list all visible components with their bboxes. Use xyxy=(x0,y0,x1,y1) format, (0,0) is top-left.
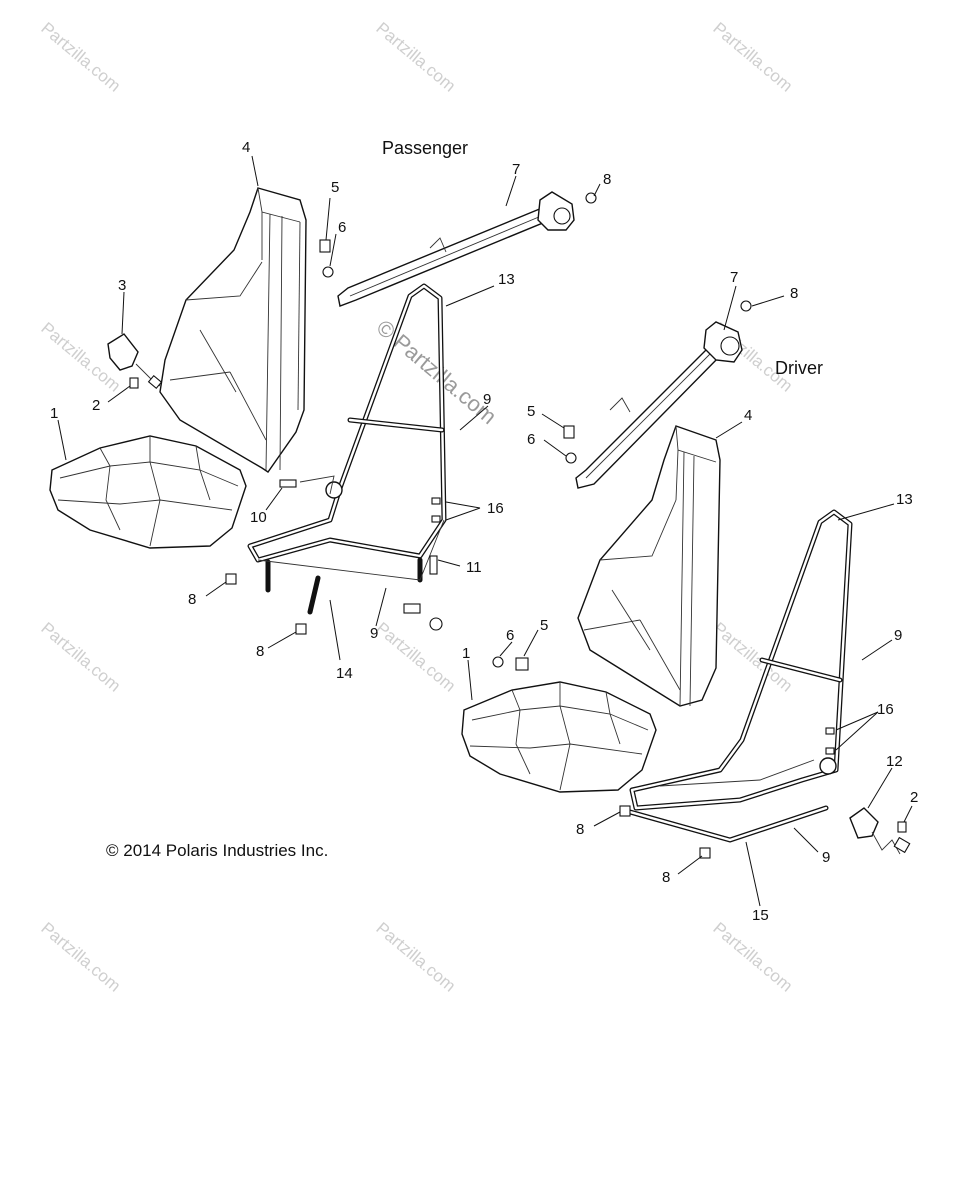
callout-7: 7 xyxy=(730,269,738,286)
seat-belt-buckle-driver xyxy=(849,807,911,855)
hardware-driver xyxy=(492,300,907,859)
bolt-11 xyxy=(429,555,438,575)
callout-14: 14 xyxy=(336,665,353,682)
washer-6-driver xyxy=(565,452,577,464)
hardware-passenger xyxy=(129,192,597,635)
seat-bottom-passenger xyxy=(49,435,247,549)
nut-8c xyxy=(295,623,307,635)
callout-5: 5 xyxy=(527,403,535,420)
callouts: 4 3 2 1 5 6 7 8 13 9 16 10 11 8 8 14 9 7… xyxy=(50,139,918,924)
seat-belt-driver xyxy=(575,321,743,489)
seat-bottom-driver xyxy=(461,681,657,793)
watermark: Partzilla.com xyxy=(709,919,796,996)
watermark: Partzilla.com xyxy=(37,919,124,996)
callout-9: 9 xyxy=(894,627,902,644)
callout-15: 15 xyxy=(752,907,769,924)
callout-13: 13 xyxy=(896,491,913,508)
callout-3: 3 xyxy=(118,277,126,294)
watermark-center: © Partzilla.com xyxy=(372,315,502,429)
watermark: Partzilla.com xyxy=(37,619,124,696)
driver-heading: Driver xyxy=(775,358,823,378)
callout-6: 6 xyxy=(527,431,535,448)
leader-lines xyxy=(57,155,913,907)
nut-8-driver-b xyxy=(619,805,631,817)
callout-4: 4 xyxy=(242,139,250,156)
bolt-2 xyxy=(129,377,139,389)
callout-6: 6 xyxy=(506,627,514,644)
watermark: Partzilla.com xyxy=(709,19,796,96)
callout-7: 7 xyxy=(512,161,520,178)
callout-1: 1 xyxy=(462,645,470,662)
nut-8 xyxy=(585,192,597,204)
seat-back-driver xyxy=(577,425,721,707)
bolt-5-driver xyxy=(563,425,575,439)
washer-6 xyxy=(322,266,334,278)
nut-8b xyxy=(225,573,237,585)
callout-12: 12 xyxy=(886,753,903,770)
callout-1: 1 xyxy=(50,405,58,422)
callout-4: 4 xyxy=(744,407,752,424)
callout-6: 6 xyxy=(338,219,346,236)
callout-13: 13 xyxy=(498,271,515,288)
seat-frame-passenger xyxy=(247,283,447,615)
callout-9: 9 xyxy=(483,391,491,408)
bolt-5b-driver xyxy=(515,657,529,671)
callout-8: 8 xyxy=(256,643,264,660)
callout-8: 8 xyxy=(603,171,611,188)
callout-9: 9 xyxy=(822,849,830,866)
washer-6b-driver xyxy=(492,656,504,668)
seat-belt-buckle-passenger xyxy=(107,333,163,390)
callout-10: 10 xyxy=(250,509,267,526)
bolt-5 xyxy=(319,239,331,253)
callout-16: 16 xyxy=(877,701,894,718)
watermark: Partzilla.com xyxy=(37,19,124,96)
callout-2: 2 xyxy=(910,789,918,806)
nut-8-driver xyxy=(740,300,752,312)
callout-11: 11 xyxy=(466,559,482,576)
callout-16: 16 xyxy=(487,500,504,517)
watermark: Partzilla.com xyxy=(372,919,459,996)
passenger-heading: Passenger xyxy=(382,138,468,158)
bolt-lower xyxy=(403,603,421,614)
watermark: Partzilla.com xyxy=(372,619,459,696)
callout-8: 8 xyxy=(576,821,584,838)
washer-lower xyxy=(429,617,443,631)
callout-5: 5 xyxy=(331,179,339,196)
seat-frame-driver xyxy=(627,509,853,843)
callout-8: 8 xyxy=(662,869,670,886)
nut-8-driver-c xyxy=(699,847,711,859)
callout-8: 8 xyxy=(188,591,196,608)
callout-9: 9 xyxy=(370,625,378,642)
seat-back-passenger xyxy=(159,187,307,473)
callout-8: 8 xyxy=(790,285,798,302)
seat-belt-passenger xyxy=(337,191,575,307)
bolt-10 xyxy=(279,479,297,488)
watermark: Partzilla.com xyxy=(372,19,459,96)
copyright-notice: © 2014 Polaris Industries Inc. xyxy=(106,841,328,860)
bolt-2-driver xyxy=(897,821,907,833)
callout-2: 2 xyxy=(92,397,100,414)
callout-5: 5 xyxy=(540,617,548,634)
